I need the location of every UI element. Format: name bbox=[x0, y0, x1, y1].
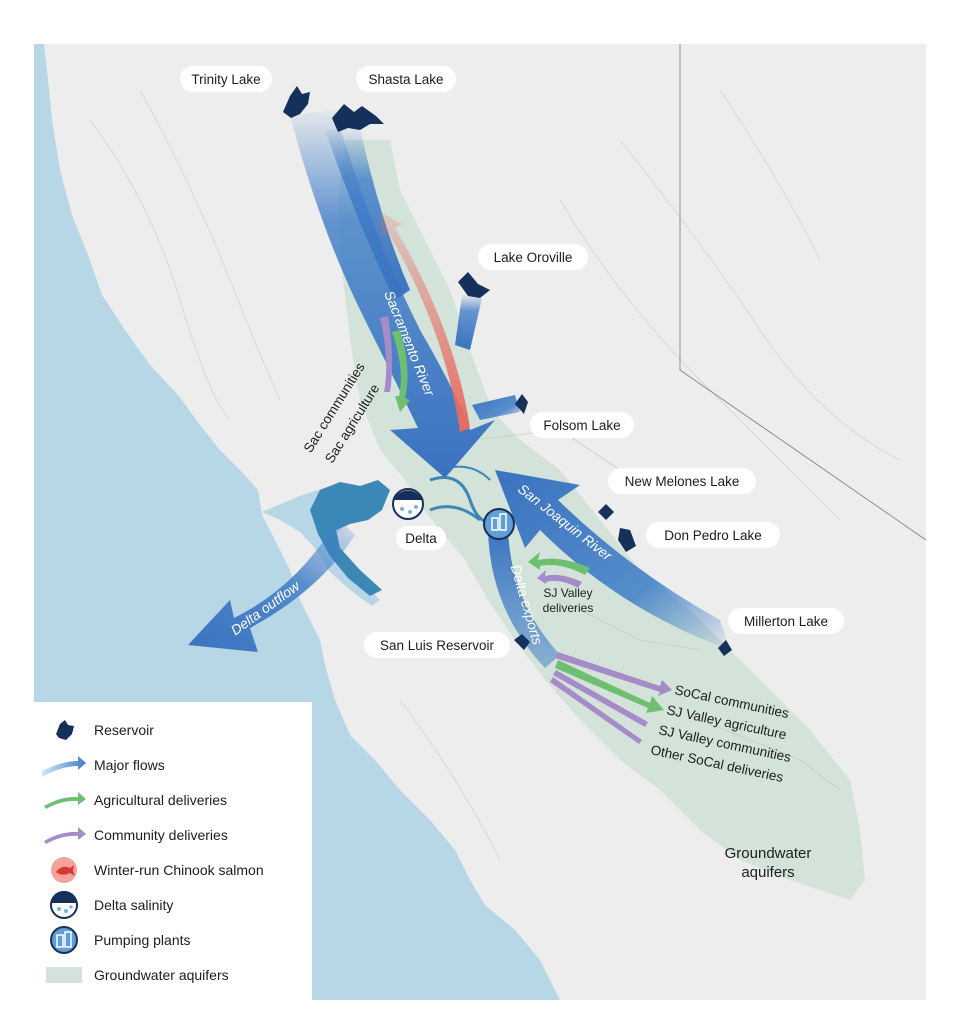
pumping-plant-icon bbox=[34, 926, 94, 954]
delta-salinity-marker bbox=[392, 488, 424, 520]
millerton-reservoir-icon bbox=[718, 640, 732, 656]
folsom-lake-label: Folsom Lake bbox=[543, 418, 620, 433]
salmon-icon bbox=[34, 856, 94, 884]
sacramento-river-branch bbox=[325, 128, 410, 300]
pumping-plant-marker bbox=[483, 508, 515, 540]
legend-item-reservoir: Reservoir bbox=[34, 716, 312, 744]
sj-communities-arrow bbox=[553, 670, 648, 727]
new-melones-lake-label: New Melones Lake bbox=[625, 474, 740, 489]
other-socal-arrow bbox=[550, 677, 642, 744]
new-melones-reservoir-icon bbox=[598, 504, 614, 520]
trinity-lake-label: Trinity Lake bbox=[191, 72, 260, 87]
sac-agriculture-arrow bbox=[392, 330, 410, 412]
delta-exports-flow bbox=[488, 528, 560, 668]
legend-label-agricultural: Agricultural deliveries bbox=[94, 792, 228, 808]
groundwater-label-line1: Groundwater bbox=[725, 845, 812, 862]
legend: Reservoir Major flows Agricultural deliv… bbox=[34, 702, 312, 1000]
reservoir-icons bbox=[283, 86, 732, 656]
san-luis-reservoir-label: San Luis Reservoir bbox=[380, 638, 495, 653]
legend-label-delta-salinity: Delta salinity bbox=[94, 897, 174, 913]
san-joaquin-river-flow bbox=[495, 470, 730, 650]
legend-label-major-flows: Major flows bbox=[94, 757, 165, 773]
trinity-reservoir-icon bbox=[283, 86, 310, 118]
sj-valley-community-arrow bbox=[537, 570, 582, 588]
legend-item-agricultural: Agricultural deliveries bbox=[34, 786, 312, 814]
socal-communities-arrow bbox=[555, 652, 672, 696]
legend-label-reservoir: Reservoir bbox=[94, 722, 154, 738]
folsom-reservoir-icon bbox=[515, 394, 528, 414]
lake-oroville-label: Lake Oroville bbox=[494, 250, 573, 265]
oroville-reservoir-icon bbox=[458, 272, 490, 298]
salmon-migration-arrow bbox=[380, 212, 470, 432]
legend-item-pumping: Pumping plants bbox=[34, 926, 312, 954]
legend-item-aquifers: Groundwater aquifers bbox=[34, 961, 312, 989]
shasta-reservoir-icon bbox=[332, 104, 384, 132]
state-border bbox=[679, 44, 927, 541]
millerton-lake-label: Millerton Lake bbox=[744, 614, 828, 629]
sj-valley-agri-arrow bbox=[528, 552, 590, 575]
community-arrow-icon bbox=[34, 821, 94, 849]
sj-agriculture-arrow bbox=[555, 660, 664, 713]
don-pedro-reservoir-icon bbox=[618, 528, 636, 552]
sac-communities-arrow bbox=[380, 316, 393, 392]
groundwater-label-line2: aquifers bbox=[741, 864, 794, 881]
delta-label: Delta bbox=[405, 531, 437, 546]
legend-label-salmon: Winter-run Chinook salmon bbox=[94, 862, 264, 878]
legend-label-pumping: Pumping plants bbox=[94, 932, 191, 948]
oroville-inflow bbox=[455, 295, 482, 350]
reservoir-icon bbox=[34, 716, 94, 744]
legend-label-community: Community deliveries bbox=[94, 827, 228, 843]
delta-outflow-flow bbox=[188, 518, 355, 652]
legend-item-major-flows: Major flows bbox=[34, 751, 312, 779]
legend-label-aquifers: Groundwater aquifers bbox=[94, 967, 229, 983]
agricultural-arrow-icon bbox=[34, 786, 94, 814]
don-pedro-lake-label: Don Pedro Lake bbox=[664, 528, 762, 543]
reservoir-labels: Trinity Lake Shasta Lake Lake Oroville F… bbox=[180, 66, 844, 658]
sj-valley-deliveries-label1: SJ Valley bbox=[543, 586, 592, 600]
delta-label-pill bbox=[396, 526, 446, 550]
groundwater-aquifer-area bbox=[338, 140, 865, 900]
legend-item-salmon: Winter-run Chinook salmon bbox=[34, 856, 312, 884]
terrain-relief bbox=[89, 89, 901, 861]
legend-item-delta-salinity: Delta salinity bbox=[34, 891, 312, 919]
delta-salinity-icon bbox=[34, 891, 94, 919]
major-flow-arrow-icon bbox=[34, 751, 94, 779]
san-luis-reservoir-icon bbox=[514, 634, 530, 650]
shasta-lake-label: Shasta Lake bbox=[368, 72, 443, 87]
folsom-inflow bbox=[472, 395, 520, 420]
legend-item-community: Community deliveries bbox=[34, 821, 312, 849]
sj-valley-deliveries-label2: deliveries bbox=[543, 601, 594, 615]
aquifer-swatch-icon bbox=[34, 961, 94, 989]
